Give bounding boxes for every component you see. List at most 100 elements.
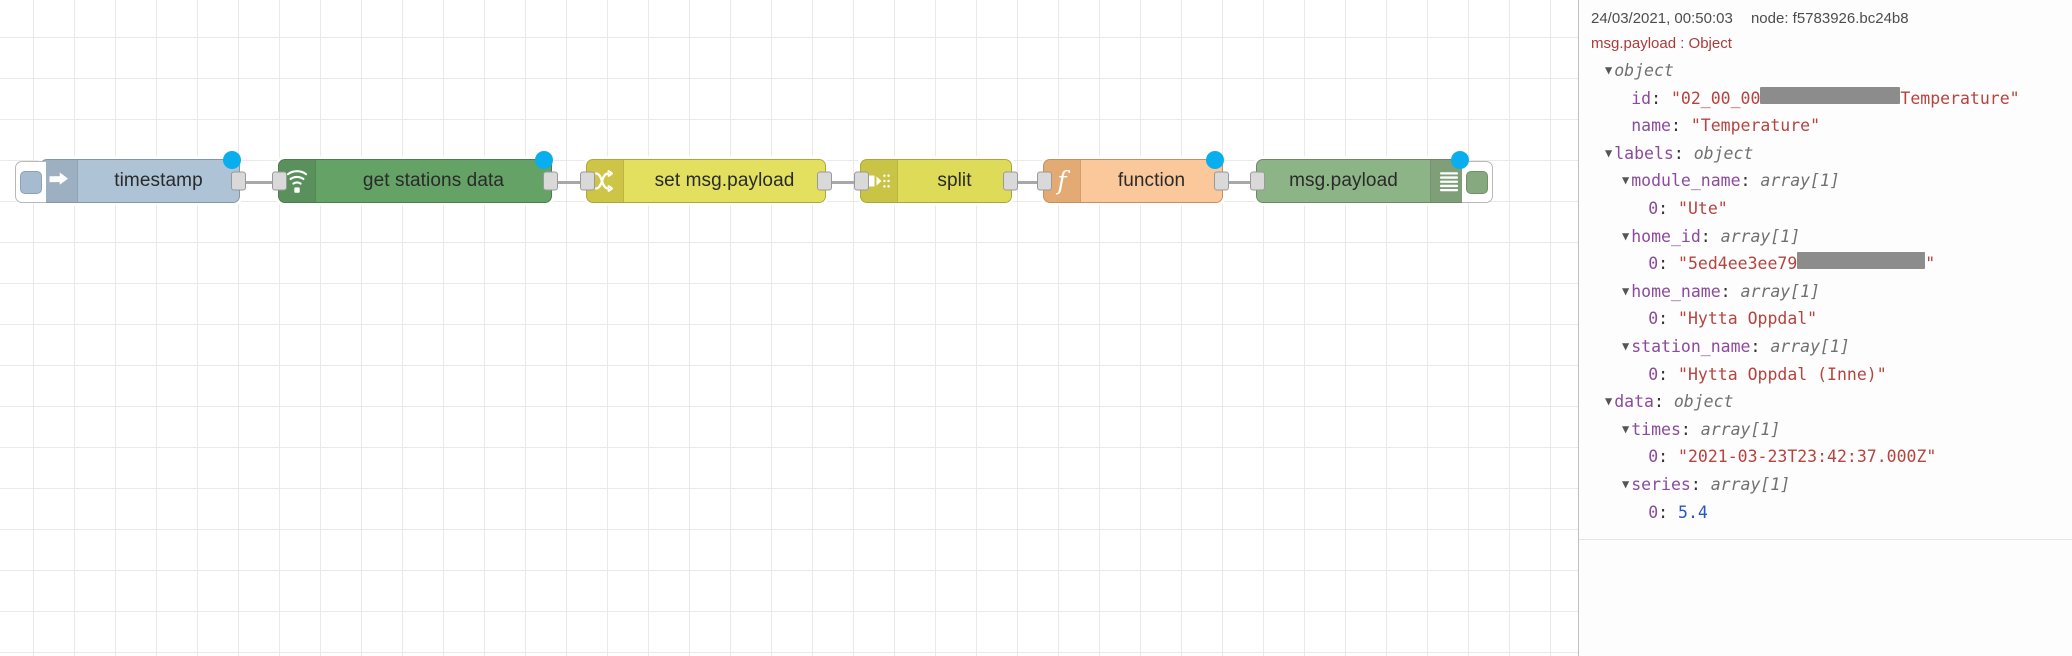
debug-tree-row[interactable]: 0: "Hytta Oppdal (Inne)" (1591, 362, 2060, 390)
tree-expand-twisty-icon[interactable]: ▼ (1605, 394, 1613, 409)
svg-text:f: f (1055, 167, 1070, 195)
debug-tree-value: array[1] (1740, 281, 1820, 301)
redacted-value-block (1797, 252, 1926, 270)
debug-tree-value: array[1] (1710, 474, 1791, 494)
tree-expand-twisty-icon[interactable]: ▼ (1605, 145, 1613, 160)
debug-message-topic: msg.payload : Object (1591, 35, 1732, 52)
wire-inject-to-netatmo[interactable] (240, 181, 278, 184)
debug-tree-separator: : (1673, 143, 1694, 163)
debug-tree-row[interactable]: ▼module_name: array[1] (1591, 168, 2060, 196)
node-output-port[interactable] (231, 171, 246, 191)
node-input-port[interactable] (854, 171, 869, 191)
wire-function-to-debug[interactable] (1223, 181, 1256, 184)
debug-tree-key: series (1631, 474, 1691, 494)
inject-trigger-button[interactable] (15, 161, 46, 203)
debug-message-header: 24/03/2021, 00:50:03 node: f5783926.bc24… (1591, 10, 2060, 27)
flow-node-debug[interactable]: msg.payload (1250, 151, 1493, 203)
flow-node-split[interactable]: split (854, 159, 1018, 203)
debug-tree-separator: : (1651, 88, 1671, 108)
flow-node-inject[interactable]: timestamp (15, 151, 246, 203)
debug-tree-row[interactable]: ▼times: array[1] (1591, 417, 2060, 445)
node-output-port[interactable] (1214, 171, 1229, 191)
debug-tree-value: "2021-03-23T23:42:37.000Z" (1678, 447, 1937, 467)
debug-tree-key: name (1631, 116, 1671, 136)
debug-tree-row[interactable]: ▼labels: object (1591, 141, 2060, 169)
tree-expand-twisty-icon[interactable]: ▼ (1622, 283, 1630, 298)
wire-split-to-function[interactable] (1012, 181, 1043, 184)
debug-tree-separator: : (1658, 254, 1679, 274)
debug-tree-separator: : (1670, 116, 1691, 136)
node-output-port[interactable] (817, 171, 832, 191)
node-status-dot (1451, 151, 1469, 169)
debug-tree-row[interactable]: 0: "2021-03-23T23:42:37.000Z" (1591, 444, 2060, 472)
debug-tree-value: object (1693, 143, 1754, 163)
tree-twisty-spacer (1639, 444, 1646, 470)
node-input-port[interactable] (1250, 171, 1265, 191)
node-output-port[interactable] (543, 171, 558, 191)
debug-tree-separator: : (1658, 198, 1679, 218)
flow-node-label: msg.payload (1257, 160, 1430, 202)
node-status-dot (1206, 151, 1224, 169)
debug-tree-value: "Ute" (1678, 198, 1728, 218)
debug-tree-value: array[1] (1700, 419, 1781, 439)
tree-expand-twisty-icon[interactable]: ▼ (1622, 476, 1630, 491)
tree-twisty-spacer (1639, 362, 1646, 388)
tree-expand-twisty-icon[interactable]: ▼ (1622, 338, 1630, 353)
debug-toggle-icon (1466, 170, 1488, 194)
debug-tree-row[interactable]: ▼home_id: array[1] (1591, 224, 2060, 252)
wire-netatmo-to-change[interactable] (552, 181, 586, 184)
tree-twisty-spacer (1639, 196, 1646, 222)
node-output-port[interactable] (1003, 171, 1018, 191)
tree-expand-twisty-icon[interactable]: ▼ (1605, 63, 1613, 77)
debug-tree-key: labels (1614, 143, 1674, 163)
debug-tree-key: 0 (1648, 198, 1659, 218)
debug-tree-row[interactable]: name: "Temperature" (1591, 113, 2060, 141)
tree-expand-twisty-icon[interactable]: ▼ (1622, 228, 1630, 243)
debug-tree-row[interactable]: ▼data: object (1591, 389, 2060, 417)
debug-tree-key: home_id (1631, 226, 1701, 246)
debug-tree-value: 5.4 (1678, 502, 1708, 522)
debug-tree-separator: : (1720, 281, 1741, 301)
flow-node-label: function (1081, 160, 1222, 202)
wire-change-to-split[interactable] (826, 181, 860, 184)
flow-node-label: get stations data (316, 160, 551, 202)
tree-expand-twisty-icon[interactable]: ▼ (1622, 421, 1630, 436)
debug-tree-key: 0 (1648, 364, 1659, 384)
tree-twisty-spacer (1622, 86, 1629, 112)
node-input-port[interactable] (272, 171, 287, 191)
debug-tree-value: "02_00_00 (1670, 88, 1761, 108)
debug-tree-row[interactable]: 0: "Ute" (1591, 196, 2060, 224)
debug-tree-key: 0 (1648, 309, 1659, 329)
node-input-port[interactable] (580, 171, 595, 191)
debug-tree-key: station_name (1631, 336, 1751, 356)
debug-tree-row[interactable]: 0: 5.4 (1591, 500, 2060, 528)
flow-node-change[interactable]: set msg.payload (580, 159, 832, 203)
debug-tree-row[interactable]: 0: "5ed4ee3ee79" (1591, 251, 2060, 279)
flow-node-function[interactable]: f function (1037, 151, 1229, 203)
debug-tree-row[interactable]: ▼object (1591, 58, 2060, 86)
inject-trigger-icon (20, 170, 42, 194)
debug-tree-key: data (1614, 392, 1654, 412)
debug-message-entry[interactable]: 24/03/2021, 00:50:03 node: f5783926.bc24… (1579, 0, 2072, 541)
debug-tree-separator: : (1658, 447, 1679, 467)
debug-tree-row[interactable]: ▼home_name: array[1] (1591, 279, 2060, 307)
debug-tree-key: id (1631, 88, 1652, 108)
debug-tree-key: 0 (1648, 502, 1659, 522)
debug-tree-value: "5ed4ee3ee79 (1678, 254, 1798, 274)
debug-tree-row[interactable]: ▼station_name: array[1] (1591, 334, 2060, 362)
node-status-dot (223, 151, 241, 169)
debug-tree-separator: : (1740, 171, 1761, 191)
debug-tree-key: home_name (1631, 281, 1721, 301)
debug-toggle-button[interactable] (1462, 161, 1493, 203)
tree-twisty-spacer (1622, 113, 1629, 139)
debug-tree-key: object (1614, 61, 1674, 80)
debug-tree-row[interactable]: 0: "Hytta Oppdal" (1591, 306, 2060, 334)
flow-node-netatmo[interactable]: get stations data (272, 151, 558, 203)
node-input-port[interactable] (1037, 171, 1052, 191)
debug-tree-value-tail: " (1925, 254, 1936, 274)
debug-tree-row[interactable]: ▼series: array[1] (1591, 472, 2060, 500)
flow-canvas[interactable]: timestamp get stations data set msg.payl… (0, 0, 1578, 656)
tree-expand-twisty-icon[interactable]: ▼ (1622, 173, 1630, 188)
